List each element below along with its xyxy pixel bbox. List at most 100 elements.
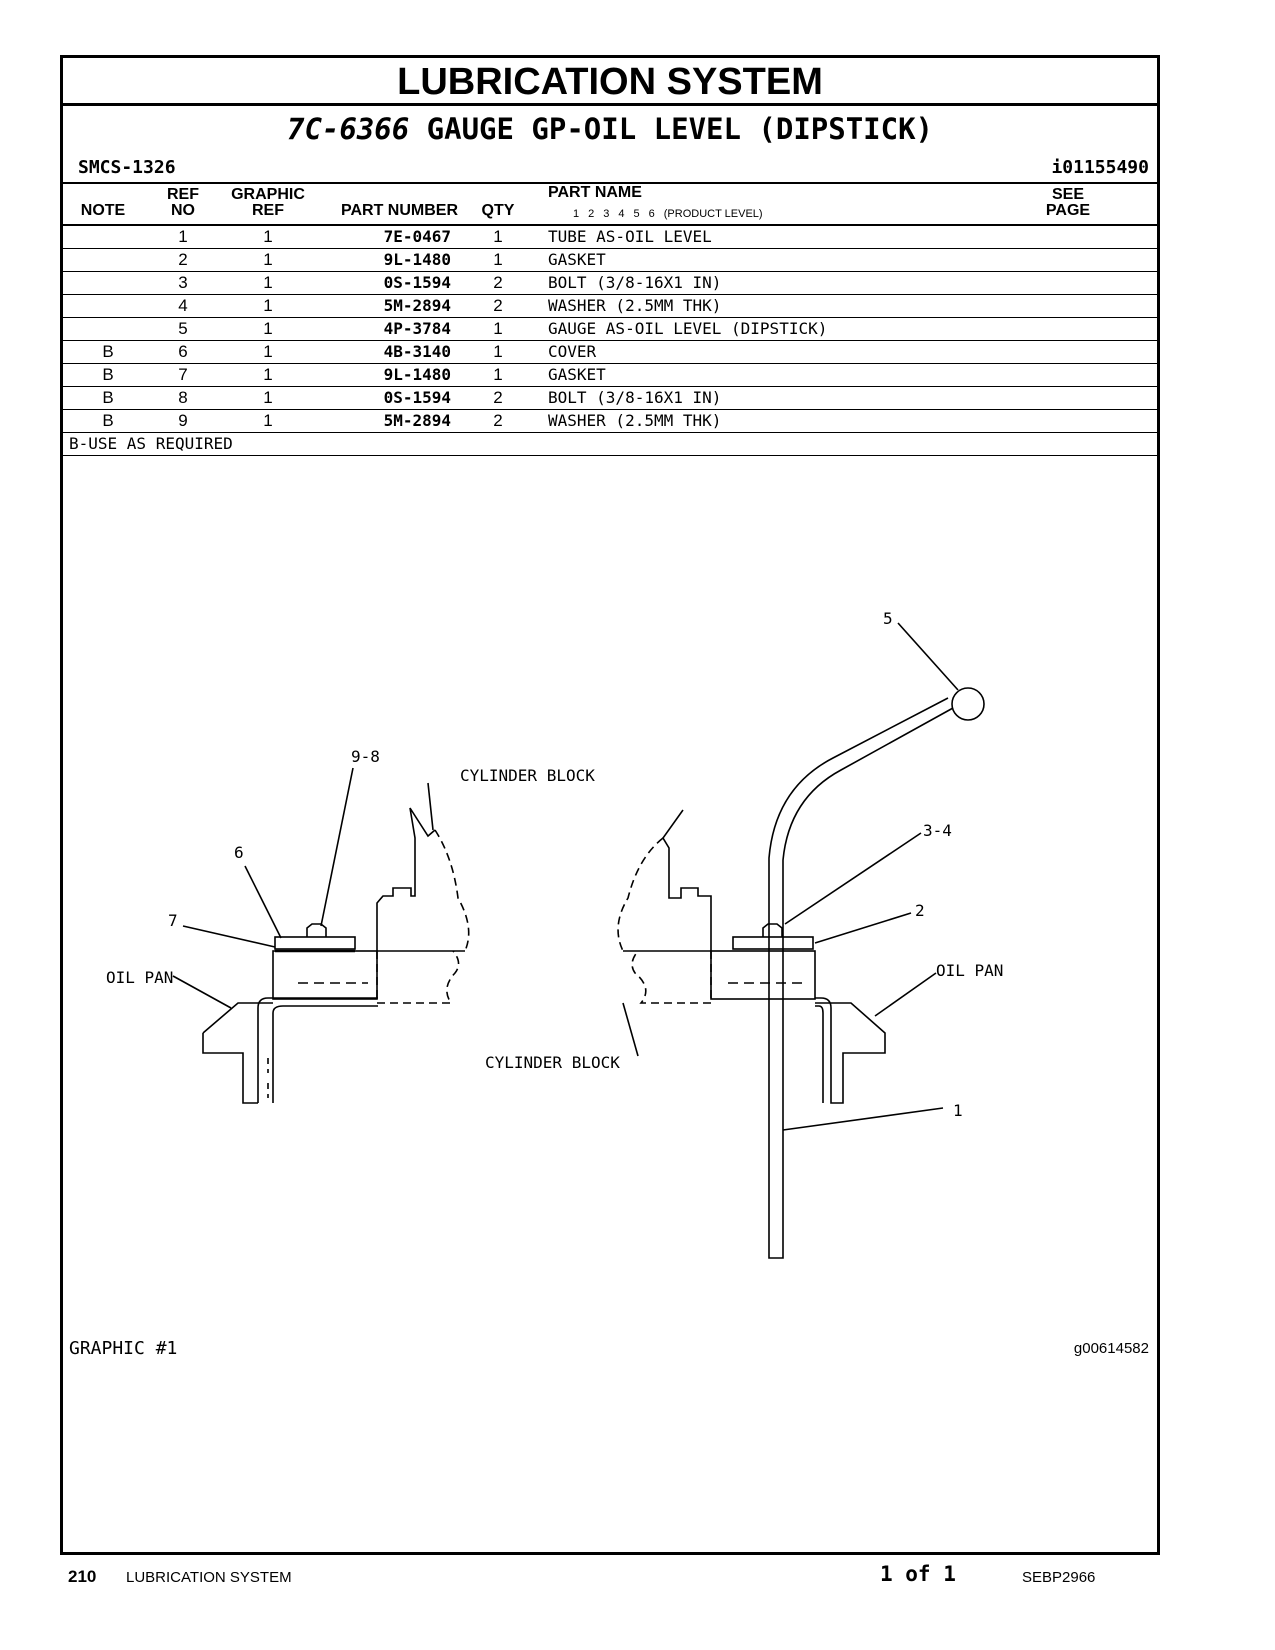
cover-6 xyxy=(274,936,356,950)
col-part-number: PART NUMBER xyxy=(340,202,458,219)
cell-graphic-ref: 1 xyxy=(263,365,273,384)
footer-section: LUBRICATION SYSTEM xyxy=(126,1569,292,1586)
col-ref-1: REF xyxy=(167,186,199,203)
col-note: NOTE xyxy=(80,202,126,219)
cell-ref: 8 xyxy=(178,388,188,407)
left-assembly xyxy=(172,767,470,1104)
section-title: LUBRICATION SYSTEM xyxy=(63,58,1157,106)
cyl-block-left-break xyxy=(434,829,470,952)
gauge-5-handle xyxy=(951,687,985,721)
callout-6: 6 xyxy=(234,843,244,862)
leader-1 xyxy=(782,1107,944,1131)
leader-cyl-block-bottom xyxy=(622,1002,639,1057)
cell-part-name: WASHER (2.5MM THK) xyxy=(548,296,722,315)
cell-ref: 1 xyxy=(178,227,188,246)
group-title: 7C-6366 GAUGE GP-OIL LEVEL (DIPSTICK) xyxy=(63,107,1157,151)
cell-graphic-ref: 1 xyxy=(263,227,273,246)
info-id: i01155490 xyxy=(1051,157,1149,178)
level-6: 6 xyxy=(648,208,655,220)
cell-ref: 9 xyxy=(178,411,188,430)
graphic-id: g00614582 xyxy=(1073,1340,1149,1357)
oil-pan-right xyxy=(815,997,886,1104)
cell-qty: 2 xyxy=(493,411,503,430)
cell-part-number: 0S-1594 xyxy=(383,388,451,407)
table-header-divider xyxy=(63,224,1157,226)
cell-qty: 1 xyxy=(493,319,503,338)
cell-part-name: BOLT (3/8-16X1 IN) xyxy=(548,388,722,407)
cell-part-number: 9L-1480 xyxy=(383,365,451,384)
leader-7 xyxy=(182,925,276,948)
footer-doc-id: SEBP2966 xyxy=(1022,1569,1096,1586)
callout-5: 5 xyxy=(883,609,893,628)
bolt-head-right xyxy=(762,923,783,937)
page-frame: LUBRICATION SYSTEM 7C-6366 GAUGE GP-OIL … xyxy=(60,55,1160,1555)
col-graphic-ref-2: REF xyxy=(252,202,284,219)
leader-5 xyxy=(897,622,959,691)
leader-oil-pan-left xyxy=(172,975,232,1009)
cell-part-number: 5M-2894 xyxy=(383,411,451,430)
cell-ref: 6 xyxy=(178,342,188,361)
callout-98: 9-8 xyxy=(351,747,380,766)
cyl-block-left-outline xyxy=(376,807,436,951)
cell-part-number: 0S-1594 xyxy=(383,273,451,292)
oil-pan-left-inner2 xyxy=(272,1005,378,1103)
cell-part-number: 4P-3784 xyxy=(383,319,451,338)
level-5: 5 xyxy=(633,208,640,220)
cell-part-number: 9L-1480 xyxy=(383,250,451,269)
right-assembly xyxy=(617,622,985,1259)
cyl-block-right-lower xyxy=(631,950,712,1004)
col-part-name: PART NAME xyxy=(548,184,642,201)
callout-2: 2 xyxy=(915,901,925,920)
table-note: B-USE AS REQUIRED xyxy=(63,433,1157,456)
cyl-block-right-outline xyxy=(662,809,712,951)
tube-1 xyxy=(768,924,784,1259)
cell-graphic-ref: 1 xyxy=(263,319,273,338)
cell-ref: 5 xyxy=(178,319,188,338)
bolt-head-left xyxy=(306,923,327,937)
callout-labels: 5 9-8 6 7 3-4 2 1 CYLINDER BLOCK CYLINDE… xyxy=(106,609,1003,1120)
label-cylinder-block-bottom: CYLINDER BLOCK xyxy=(485,1053,620,1072)
col-ref-2: NO xyxy=(171,202,195,219)
cell-part-number: 7E-0467 xyxy=(383,227,451,246)
callout-34: 3-4 xyxy=(923,821,952,840)
cell-qty: 1 xyxy=(493,227,503,246)
col-graphic-ref-1: GRAPHIC xyxy=(231,186,305,203)
oil-pan-left-inner xyxy=(257,997,378,1103)
gauge-5-line-b xyxy=(782,707,954,924)
gasket-2 xyxy=(732,936,814,950)
col-qty: QTY xyxy=(481,202,515,219)
cell-note: B xyxy=(102,411,114,430)
cyl-block-right-break xyxy=(617,837,664,952)
footer-page-of: 1 of 1 xyxy=(880,1562,956,1586)
leader-6 xyxy=(244,865,282,939)
cell-graphic-ref: 1 xyxy=(263,250,273,269)
group-part-name: GAUGE GP-OIL LEVEL (DIPSTICK) xyxy=(426,112,933,146)
cell-part-number: 5M-2894 xyxy=(383,296,451,315)
cell-qty: 2 xyxy=(493,296,503,315)
product-level-label: (PRODUCT LEVEL) xyxy=(663,208,763,220)
cell-graphic-ref: 1 xyxy=(263,273,273,292)
parts-illustration: 5 9-8 6 7 3-4 2 1 CYLINDER BLOCK CYLINDE… xyxy=(106,609,1003,1259)
oil-pan-left-lip xyxy=(202,1033,258,1104)
cell-graphic-ref: 1 xyxy=(263,388,273,407)
group-part-number: 7C-6366 xyxy=(286,112,410,146)
cell-qty: 1 xyxy=(493,365,503,384)
leader-oil-pan-right xyxy=(874,972,937,1017)
label-oil-pan-left: OIL PAN xyxy=(106,968,173,987)
cell-note: B xyxy=(102,342,114,361)
callout-7: 7 xyxy=(168,911,178,930)
level-4: 4 xyxy=(618,208,625,220)
cell-qty: 1 xyxy=(493,250,503,269)
callout-1: 1 xyxy=(953,1101,963,1120)
oil-pan-left-flange xyxy=(202,1002,273,1034)
cell-qty: 2 xyxy=(493,388,503,407)
table-row: 5 1 4P-3784 1 GAUGE AS-OIL LEVEL (DIPSTICK) xyxy=(63,318,1157,341)
cell-part-name: GAUGE AS-OIL LEVEL (DIPSTICK) xyxy=(548,319,828,338)
